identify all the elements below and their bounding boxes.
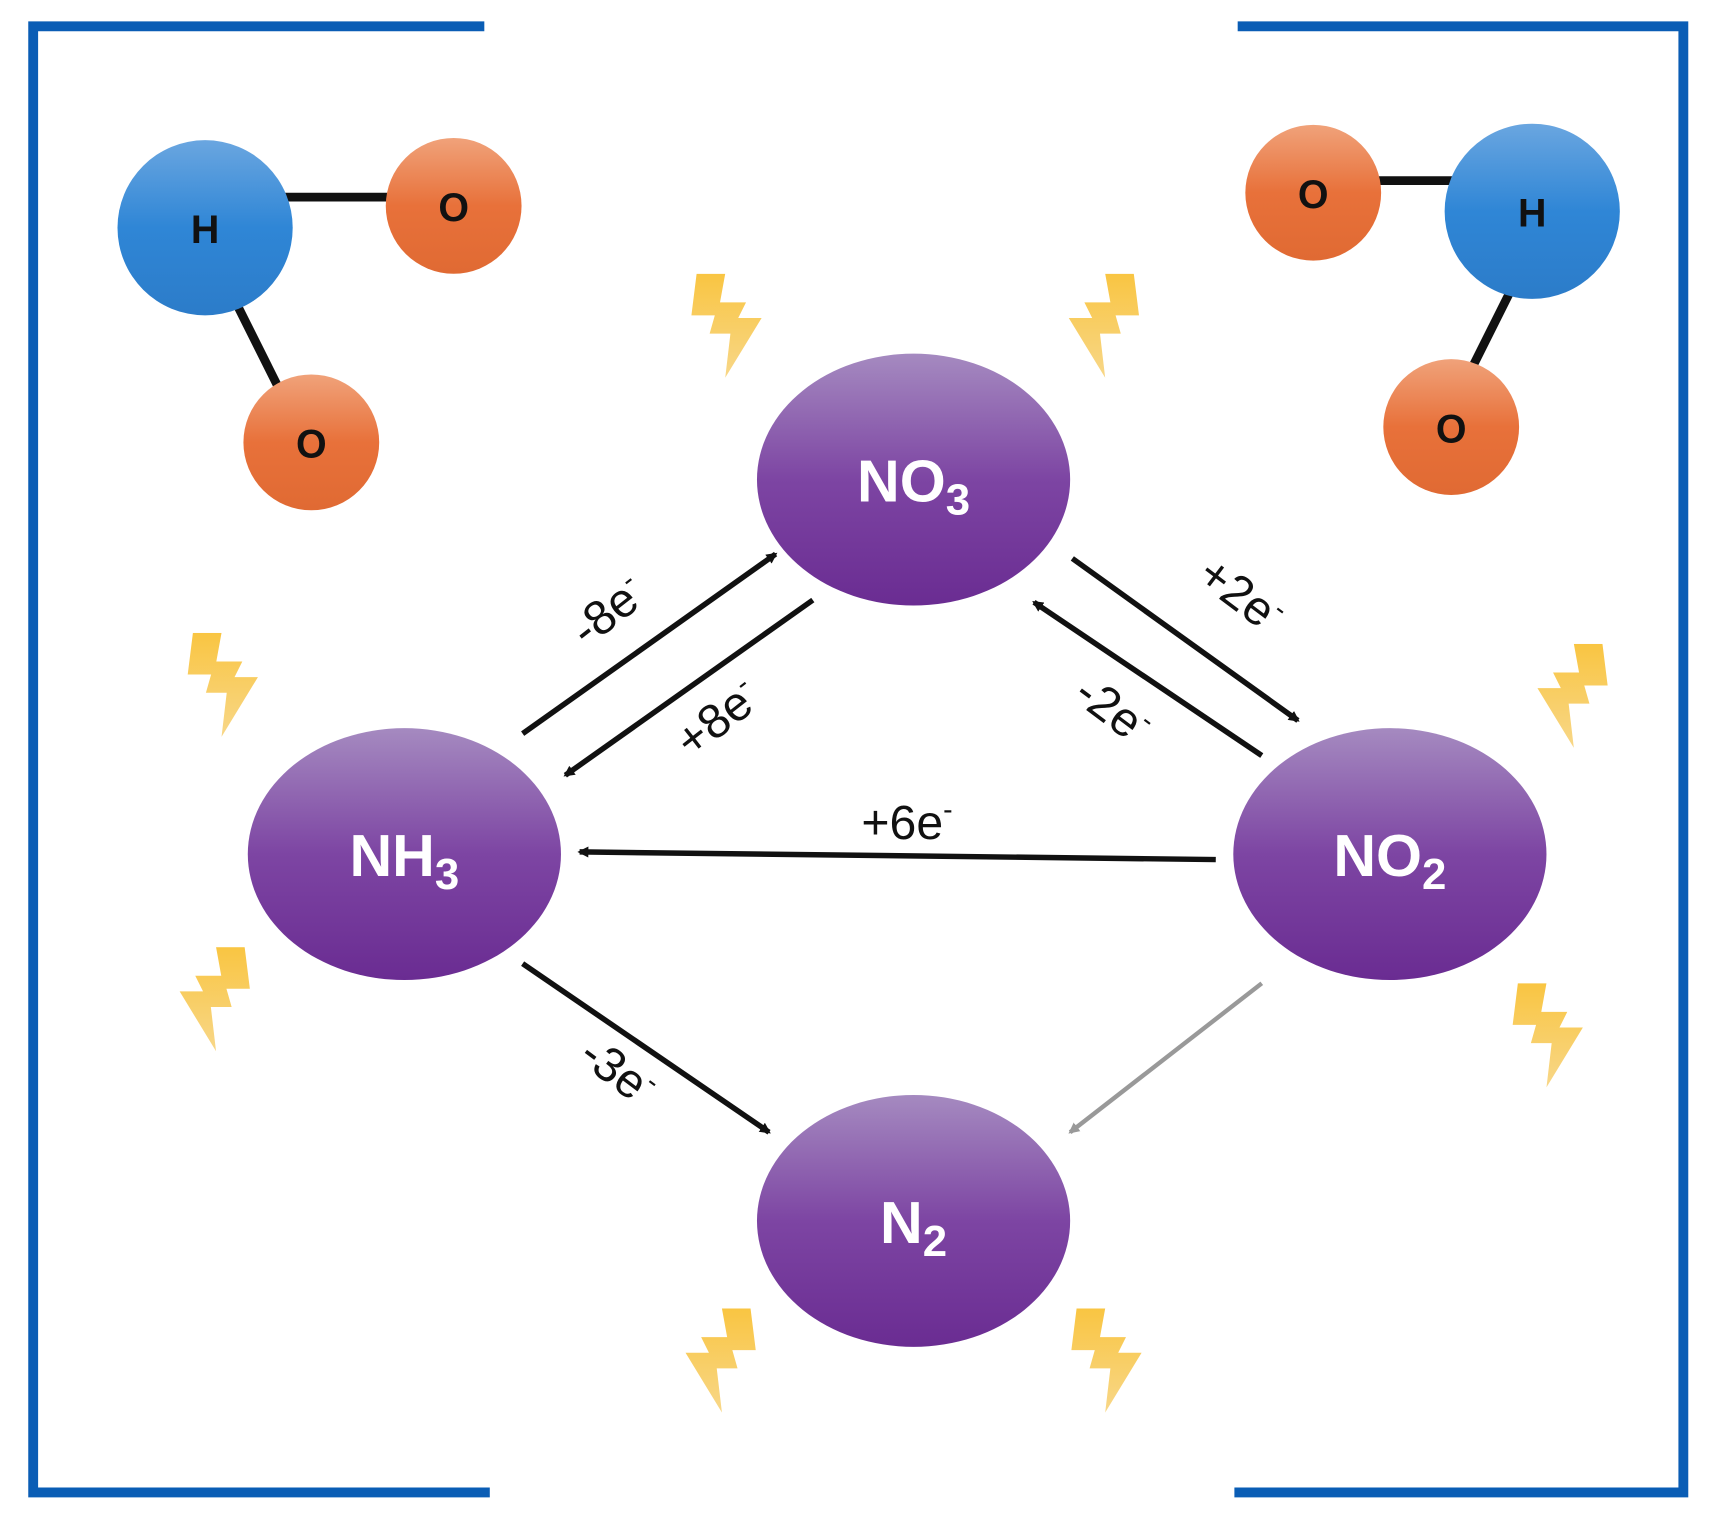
edge-label: +6e-: [861, 794, 952, 850]
left-bracket: [28, 21, 490, 1498]
node-nh3: NH3: [247, 728, 561, 981]
edge-label: -3e-: [570, 1025, 667, 1117]
molecule-right: O H O: [1245, 123, 1620, 495]
oxygen-label: O: [296, 423, 327, 467]
arrow-no2-to-no3: [1032, 599, 1264, 758]
arrow-no3-to-no2: [1070, 556, 1300, 723]
arrow-no2-to-n2: [1068, 981, 1264, 1134]
hydrogen-label: H: [191, 208, 219, 252]
lightning-icon: [1512, 983, 1583, 1088]
right-bracket: [1234, 21, 1689, 1498]
svg-text:NO2: NO2: [1333, 822, 1446, 899]
node-no3: NO3: [756, 353, 1071, 606]
molecule-left: H O O: [117, 137, 522, 511]
arrow-no3-to-nh3: [563, 597, 815, 778]
lightning-icon: [1068, 273, 1139, 378]
hydrogen-atom: [117, 140, 293, 316]
oxygen-label: O: [1436, 407, 1467, 451]
hydrogen-atom: [1444, 123, 1620, 299]
arrow-no2-to-nh3: [577, 846, 1216, 863]
oxygen-label: O: [1298, 173, 1329, 217]
lightning-icon: [187, 632, 258, 737]
lightning-icon: [691, 273, 762, 378]
svg-text:NH3: NH3: [350, 822, 460, 899]
lightning-icon: [179, 947, 250, 1052]
hydrogen-label: H: [1518, 192, 1546, 236]
node-n2: N2: [756, 1095, 1071, 1347]
arrow-nh3-to-n2: [521, 961, 771, 1135]
edge-label: +8e-: [664, 668, 770, 768]
oxygen-label: O: [438, 186, 469, 230]
lightning-icon: [1537, 643, 1608, 748]
oxygen-atom: [1245, 124, 1382, 261]
arrows: [521, 551, 1300, 1135]
arrow-nh3-to-no3: [521, 551, 778, 736]
oxygen-atom: [243, 374, 380, 511]
edge-label: +2e-: [1188, 545, 1294, 644]
oxygen-atom: [385, 137, 522, 274]
edge-label: -8e-: [559, 565, 656, 658]
node-no2: NO2: [1233, 728, 1547, 981]
lightning-icon: [685, 1308, 756, 1413]
svg-text:NO3: NO3: [857, 448, 970, 525]
svg-text:N2: N2: [880, 1189, 947, 1266]
oxygen-atom: [1383, 359, 1520, 495]
lightning-icon: [1071, 1308, 1142, 1413]
